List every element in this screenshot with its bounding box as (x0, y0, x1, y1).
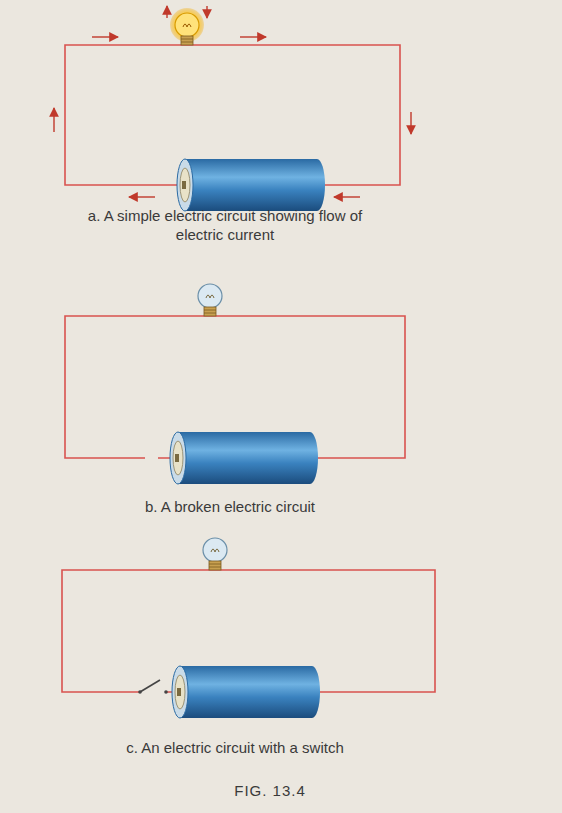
bulb (203, 538, 227, 570)
current-arrows (54, 6, 411, 197)
cell (170, 432, 318, 484)
cell (172, 666, 320, 718)
sub-caption: a. A simple electric circuit showing flo… (85, 206, 365, 244)
switch (138, 680, 168, 694)
bulb (198, 284, 222, 316)
cell (177, 159, 325, 211)
sub-caption: c. An electric circuit with a switch (75, 738, 395, 757)
glowing-bulb (170, 8, 204, 45)
figure-caption: FIG. 13.4 (180, 782, 360, 799)
sub-caption: b. A broken electric circuit (80, 497, 380, 516)
simple-circuit (54, 6, 411, 211)
broken-circuit (65, 284, 405, 484)
switched-circuit (62, 538, 435, 718)
